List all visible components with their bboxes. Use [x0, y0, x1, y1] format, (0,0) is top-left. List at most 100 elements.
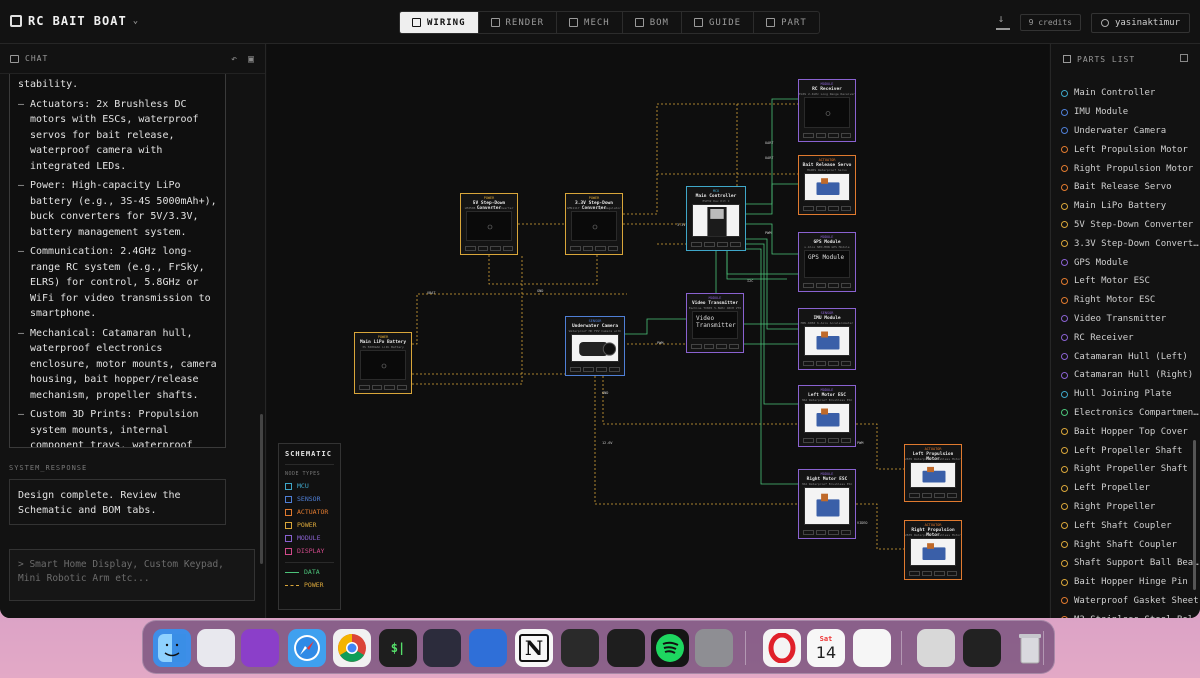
node-image: GPS Module — [804, 250, 850, 278]
user-menu[interactable]: yasinaktimur — [1090, 12, 1190, 33]
browser-window-thumb-icon[interactable] — [963, 629, 1001, 667]
trash-icon[interactable] — [1011, 629, 1049, 667]
notion-logo: N — [518, 634, 550, 662]
part-item[interactable]: 5V Step-Down Converter — [1051, 216, 1200, 235]
legend-swatch — [285, 508, 292, 516]
safari-icon[interactable] — [288, 629, 326, 667]
part-item[interactable]: Right Propulsion Motor — [1051, 159, 1200, 178]
part-type-icon — [1061, 447, 1068, 455]
download-icon[interactable] — [995, 12, 1010, 30]
figma-icon[interactable] — [607, 629, 645, 667]
chat-input[interactable]: > Smart Home Display, Custom Keypad, Min… — [9, 549, 255, 601]
chat-scrollbar[interactable] — [260, 414, 263, 564]
cube-app-icon[interactable] — [561, 629, 599, 667]
screen-recorder-icon[interactable] — [241, 629, 279, 667]
part-label: Left Propeller — [1074, 483, 1150, 494]
component-photo — [922, 543, 946, 560]
chat-header: CHAT ↶ ▣ — [0, 44, 265, 74]
part-item[interactable]: Right Motor ESC — [1051, 291, 1200, 310]
tab-render[interactable]: RENDER — [479, 12, 558, 33]
part-item[interactable]: Left Motor ESC — [1051, 272, 1200, 291]
part-item[interactable]: Main LiPo Battery — [1051, 197, 1200, 216]
tab-part[interactable]: PART — [754, 12, 819, 33]
launchpad-icon[interactable] — [197, 629, 235, 667]
tab-mech[interactable]: MECH — [557, 12, 623, 33]
part-item[interactable]: 3.3V Step-Down Convert… — [1051, 234, 1200, 253]
part-item[interactable]: Left Propeller — [1051, 479, 1200, 498]
part-item[interactable]: Bait Hopper Top Cover — [1051, 422, 1200, 441]
message-intro: stability. — [18, 79, 79, 90]
part-item[interactable]: Left Propeller Shaft — [1051, 441, 1200, 460]
part-item[interactable]: M3 Stainless Steel Bol… — [1051, 610, 1200, 618]
chrome-icon[interactable] — [333, 629, 371, 667]
data-wire — [625, 318, 686, 335]
wire-label: VIDEO — [857, 521, 868, 525]
part-item[interactable]: Video Transmitter — [1051, 310, 1200, 329]
undo-icon[interactable]: ↶ — [230, 54, 238, 65]
part-item[interactable]: Right Propeller — [1051, 498, 1200, 517]
tab-wiring[interactable]: WIRING — [400, 12, 479, 33]
part-type-icon — [1061, 578, 1068, 586]
part-item[interactable]: Right Shaft Coupler — [1051, 535, 1200, 554]
part-item[interactable]: GPS Module — [1051, 253, 1200, 272]
notes-icon[interactable] — [853, 629, 891, 667]
finder-window-thumb-icon[interactable] — [917, 629, 955, 667]
dock-separator — [745, 631, 746, 665]
node-name: Main Controller — [695, 194, 737, 199]
part-item[interactable]: Left Propulsion Motor — [1051, 140, 1200, 159]
tab-guide[interactable]: GUIDE — [682, 12, 755, 33]
xcode-icon[interactable] — [469, 629, 507, 667]
part-item[interactable]: Electronics Compartmen… — [1051, 404, 1200, 423]
legend-type-module: MODULE — [285, 534, 334, 542]
data-wire — [746, 223, 798, 255]
spotify-icon[interactable] — [651, 629, 689, 667]
part-item[interactable]: Right Propeller Shaft — [1051, 460, 1200, 479]
collapse-panel-icon[interactable] — [1180, 54, 1188, 62]
opera-icon[interactable] — [763, 629, 801, 667]
part-item[interactable]: Catamaran Hull (Right) — [1051, 366, 1200, 385]
part-item[interactable]: RC Receiver — [1051, 328, 1200, 347]
node-pins — [359, 385, 407, 390]
parts-scrollbar[interactable] — [1193, 440, 1196, 590]
antigravity-icon[interactable] — [423, 629, 461, 667]
part-item[interactable]: Bait Release Servo — [1051, 178, 1200, 197]
node-part-number: MG90S Waterproof Servo — [807, 168, 847, 172]
part-item[interactable]: Waterproof Gasket Sheet — [1051, 592, 1200, 611]
terminal-icon[interactable]: $| — [379, 629, 417, 667]
image-icon — [490, 18, 500, 27]
part-item[interactable]: Left Shaft Coupler — [1051, 516, 1200, 535]
collapse-panel-icon[interactable]: ▣ — [247, 54, 255, 65]
calendar-day: Sat — [819, 634, 833, 643]
part-item[interactable]: Main Controller — [1051, 84, 1200, 103]
part-item[interactable]: Underwater Camera — [1051, 122, 1200, 141]
part-item[interactable]: Catamaran Hull (Left) — [1051, 347, 1200, 366]
part-type-icon — [1061, 221, 1068, 229]
part-item[interactable]: Shaft Support Ball Bea… — [1051, 554, 1200, 573]
finder-icon[interactable] — [153, 629, 191, 667]
tab-bom[interactable]: BOM — [623, 12, 682, 33]
system-settings-icon[interactable] — [695, 629, 733, 667]
part-item[interactable]: Bait Hopper Hinge Pin — [1051, 573, 1200, 592]
schematic-canvas[interactable]: UARTUARTPWMI2C5V3.3VGNDVBATPWMPWMVIDEO12… — [267, 44, 1049, 618]
project-selector[interactable]: RC BAIT BOAT ⌄ — [10, 14, 139, 28]
part-item[interactable]: Hull Joining Plate — [1051, 385, 1200, 404]
part-item[interactable]: IMU Module — [1051, 103, 1200, 122]
notion-icon[interactable]: N — [515, 629, 553, 667]
